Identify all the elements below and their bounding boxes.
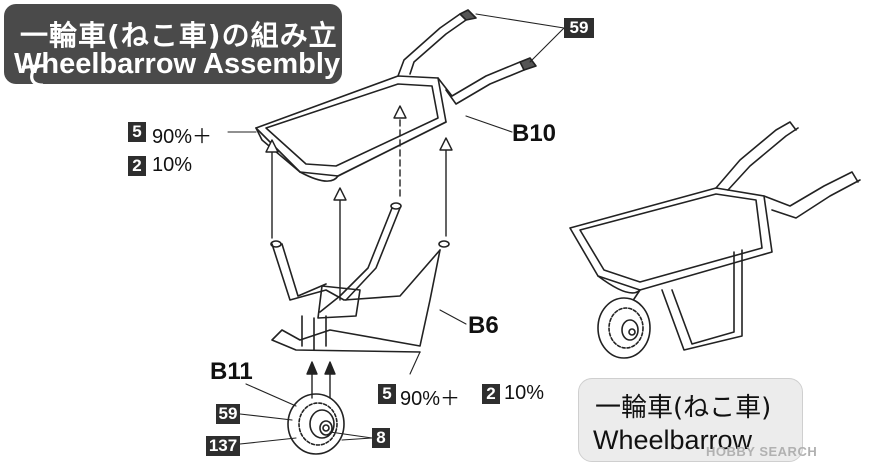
part-label-b11: B11 <box>210 358 253 385</box>
paint-code-2: 2 <box>128 156 146 176</box>
paint-ratio-90-frame: 90%＋ <box>400 388 461 410</box>
handles <box>397 9 537 105</box>
part-number-137: 137 <box>206 436 240 456</box>
paint-code-5-frame: 5 <box>378 384 396 404</box>
title-japanese: 一輪車(ねこ車)の組み立て <box>20 19 338 92</box>
assembly-arrows <box>265 105 453 399</box>
paint-ratio-10: 10% <box>152 154 193 176</box>
caption-english: Wheelbarrow <box>593 425 753 455</box>
title-banner: 一輪車(ねこ車)の組み立て Wheelbarrow Assembly <box>4 4 342 92</box>
part-label-b10: B10 <box>512 120 557 147</box>
caption-japanese: 一輪車(ねこ車) <box>595 393 772 423</box>
watermark: HOBBY SEARCH <box>706 444 818 459</box>
leader-lines <box>227 13 565 445</box>
part-label-b6: B6 <box>468 312 499 339</box>
title-english: Wheelbarrow Assembly <box>14 48 341 80</box>
part-number-59-wheel: 59 <box>216 404 240 424</box>
assembled-wheelbarrow <box>569 121 861 359</box>
paint-ratio-90: 90%＋ <box>152 126 213 148</box>
paint-code-5: 5 <box>128 122 146 142</box>
wheel-b11 <box>287 393 345 455</box>
paint-ratio-10-frame: 10% <box>504 382 545 404</box>
part-number-59-handles: 59 <box>564 18 594 38</box>
paint-code-2-frame: 2 <box>482 384 500 404</box>
caption-box: 一輪車(ねこ車) Wheelbarrow <box>578 378 803 462</box>
frame-b6 <box>270 202 450 353</box>
part-number-8: 8 <box>372 428 390 448</box>
